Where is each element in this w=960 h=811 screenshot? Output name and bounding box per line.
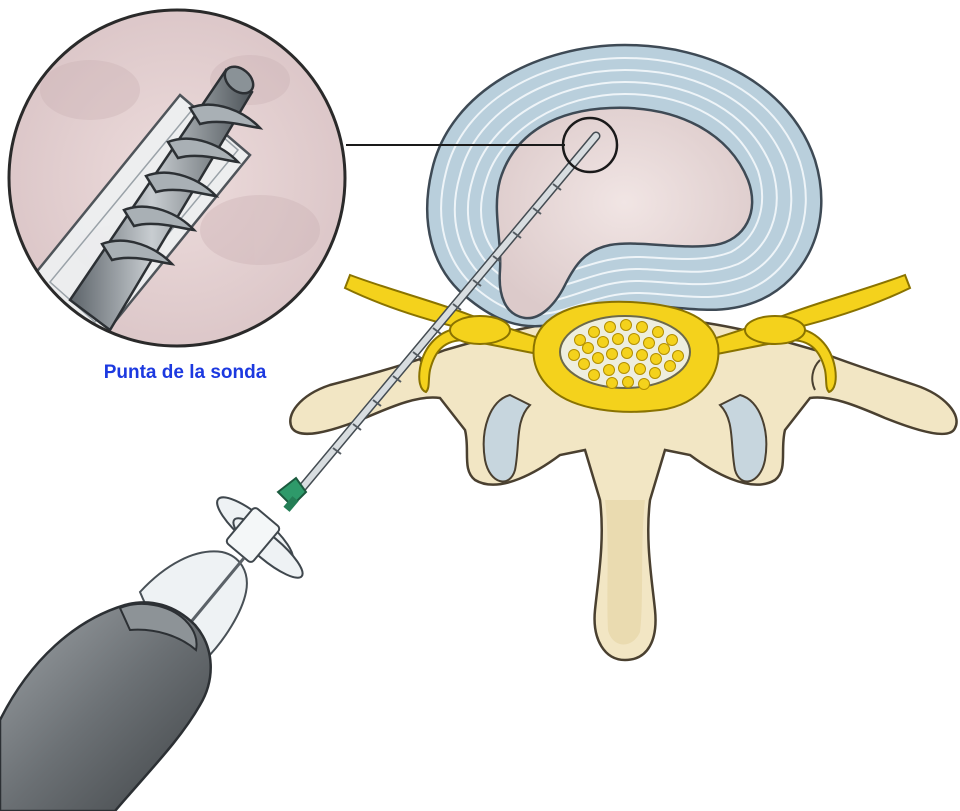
inset-coils [100,103,264,266]
probe-graduations [332,183,562,455]
probe [0,131,601,811]
probe-hub [276,476,308,512]
right-facet [718,393,768,483]
intervertebral-disc [426,43,823,328]
inset-probe-tip [223,65,255,95]
probe-tip-inset [7,8,347,348]
right-transverse-tip [811,359,821,391]
callout [346,116,619,174]
vertebra [289,320,958,662]
spinous-process-shade [605,500,645,645]
nucleus-pulposus [495,106,754,320]
dural-sac [532,300,720,413]
probe-shaft [289,133,599,503]
connector-wings [216,496,304,579]
probe-handle [0,601,212,811]
probe-tip-label: Punta de la sonda [103,362,267,383]
left-ganglion [449,315,511,345]
nerve-roots [343,273,912,394]
left-facet [482,393,532,483]
inset-border [7,8,347,348]
nerve-rootlets [568,319,684,390]
annulus-rings [440,56,807,316]
callout-target-circle [561,116,619,174]
right-ganglion [744,315,806,345]
inner-wire [184,557,246,629]
handle-collar [118,603,198,652]
